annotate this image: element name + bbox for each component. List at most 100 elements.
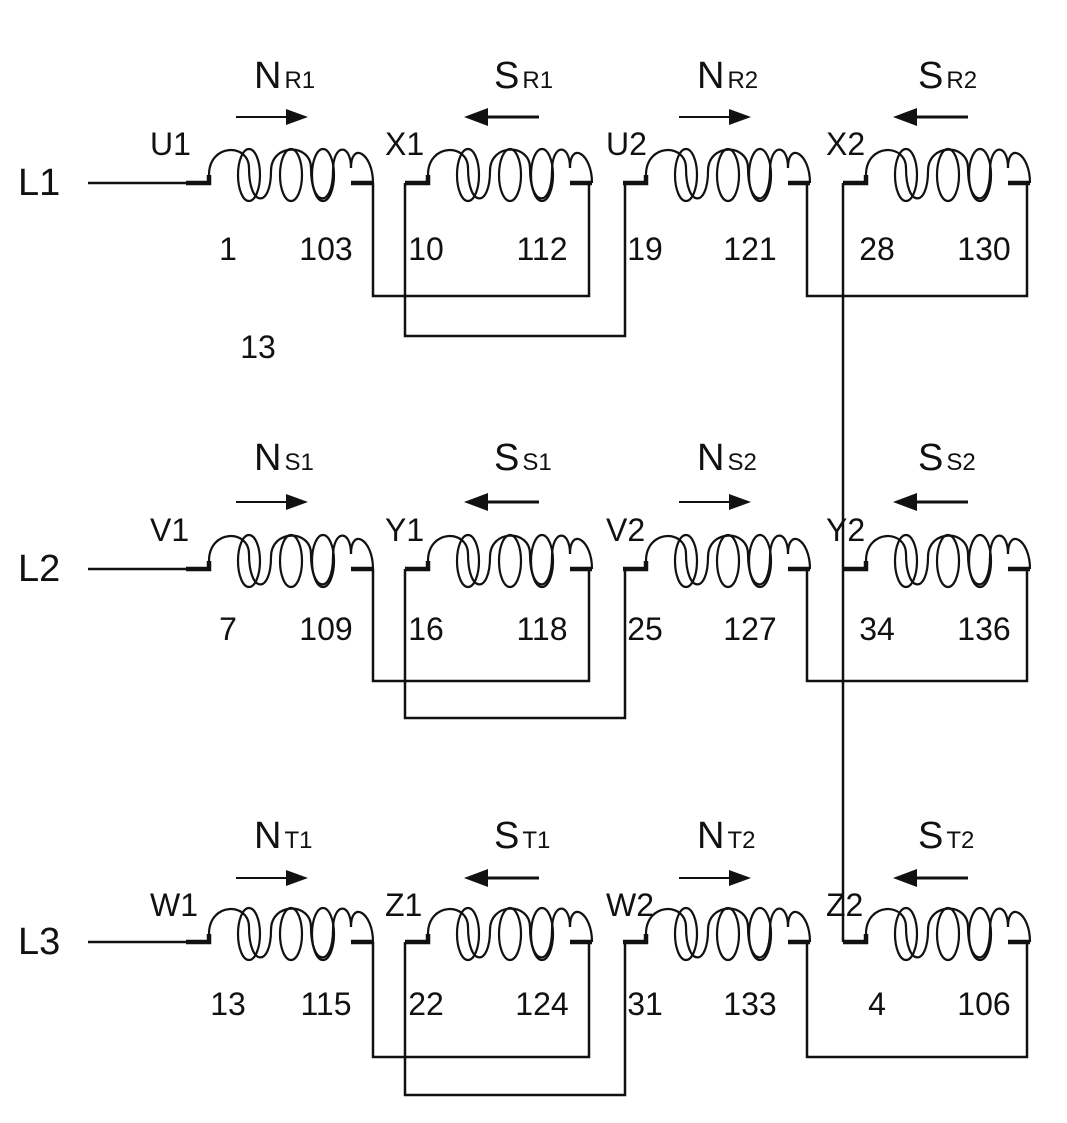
terminal-number-end: 112 [516,231,567,267]
terminal-label-z2: Z2 [826,887,863,923]
terminal-label-z1: Z1 [385,887,422,923]
terminal-number-end: 103 [299,231,352,267]
pole-subscript: T2 [727,827,755,854]
return-wire-c [805,942,1029,1059]
terminal-number-end: 136 [957,611,1010,647]
terminal-label-w2: W2 [606,887,654,923]
direction-arrow-left [893,869,968,887]
coil-y2 [843,533,1032,589]
terminal-label-x2: X2 [826,126,865,162]
terminal-number-start: 34 [859,611,895,647]
direction-arrow-left [464,108,539,126]
return-wire-a [371,183,591,298]
terminal-number-end: 130 [957,231,1010,267]
terminal-label-u2: U2 [606,126,647,162]
direction-arrow-right [236,494,308,510]
coil-z2 [843,906,1032,962]
terminal-number-start: 16 [408,611,444,647]
return-wire-c [805,183,1029,298]
terminal-number-start: 10 [408,231,444,267]
coil-x1 [405,147,594,203]
terminal-label-v2: V2 [606,512,645,548]
extra-label: 13 [240,329,276,365]
coil-w1 [186,906,375,962]
direction-arrow-left [893,108,968,126]
connection-wires [88,181,1029,1097]
direction-arrow-left [464,493,539,511]
terminal-label-y1: Y1 [385,512,424,548]
terminal-number-end: 106 [957,986,1010,1022]
return-wire-c [805,569,1029,683]
terminal-number-start: 13 [210,986,246,1022]
return-wire-b [403,183,627,338]
pole-subscript: R1 [522,67,553,94]
terminal-number-start: 1 [219,231,237,267]
pole-subscript: T1 [522,827,550,854]
direction-arrow-right [236,109,308,125]
line-label-l3: L3 [18,921,60,963]
terminal-label-u1: U1 [150,126,191,162]
pole-subscript: S2 [946,449,975,476]
terminal-number-start: 28 [859,231,895,267]
return-wire-a [371,569,591,683]
coil-u2 [623,147,812,203]
coil-z1 [405,906,594,962]
terminal-number-end: 127 [723,611,776,647]
line-label-l2: L2 [18,548,60,590]
line-label-l1: L1 [18,162,60,204]
return-wire-a [371,942,591,1059]
coil-u1 [186,147,375,203]
coil-v2 [623,533,812,589]
pole-subscript: T2 [946,827,974,854]
pole-subscript: R2 [946,67,977,94]
terminal-number-end: 109 [299,611,352,647]
terminal-number-end: 133 [723,986,776,1022]
terminal-number-start: 25 [627,611,663,647]
return-wire-b [403,942,627,1097]
direction-arrow-right [679,494,751,510]
terminal-number-start: 19 [627,231,663,267]
direction-arrow-right [679,109,751,125]
pole-subscript: S1 [522,449,551,476]
coil-y1 [405,533,594,589]
coil-v1 [186,533,375,589]
terminal-number-start: 4 [868,986,886,1022]
return-wire-b [403,569,627,720]
pole-subscript: R1 [284,67,315,94]
direction-arrow-left [893,493,968,511]
terminal-number-start: 7 [219,611,237,647]
terminal-number-end: 118 [516,611,567,647]
terminal-number-start: 31 [627,986,663,1022]
pole-subscript: S1 [284,449,313,476]
pole-subscript: R2 [727,67,758,94]
direction-arrow-right [236,870,308,886]
terminal-number-end: 115 [300,986,351,1022]
pole-subscript: S2 [727,449,756,476]
terminal-label-x1: X1 [385,126,424,162]
direction-arrow-left [464,869,539,887]
coil-w2 [623,906,812,962]
terminal-number-end: 121 [723,231,776,267]
terminal-label-v1: V1 [150,512,189,548]
terminal-number-end: 124 [515,986,568,1022]
pole-subscript: T1 [284,827,312,854]
terminal-label-y2: Y2 [826,512,865,548]
direction-arrow-right [679,870,751,886]
terminal-label-w1: W1 [150,887,198,923]
terminal-number-start: 22 [408,986,444,1022]
coil-x2 [843,147,1032,203]
